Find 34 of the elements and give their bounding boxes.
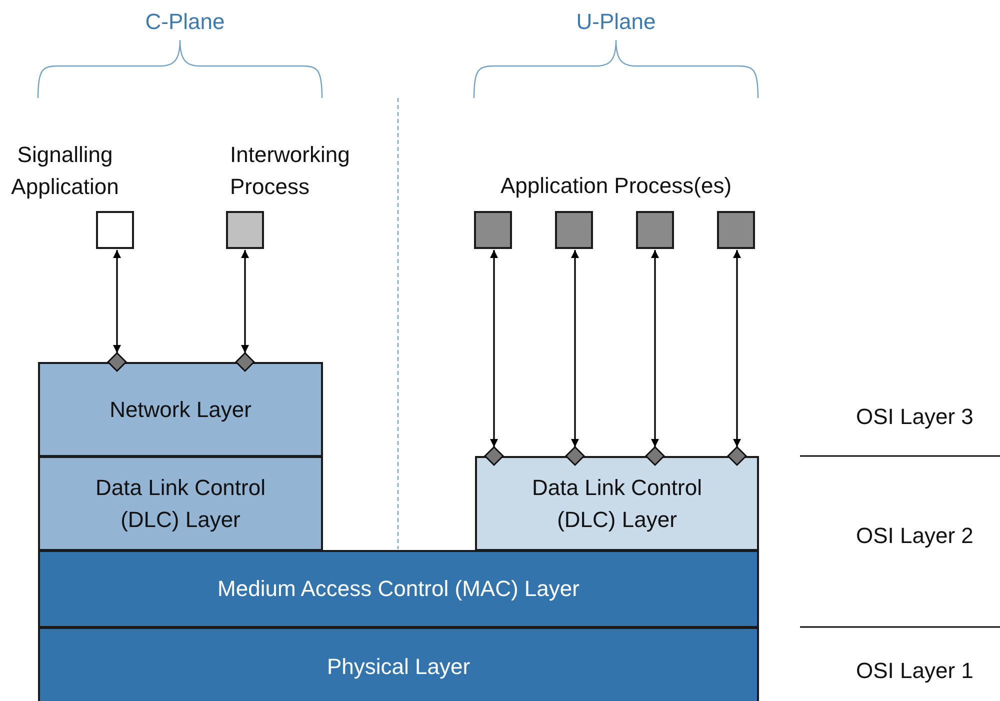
node-label: Physical Layer <box>326 653 472 681</box>
process-square <box>474 211 512 249</box>
node-label: Signalling Application <box>10 141 120 201</box>
osi-layer-label: OSI Layer 1 <box>856 657 974 685</box>
arrow <box>571 250 579 447</box>
process-square <box>717 211 755 249</box>
access-point-diamond <box>564 446 586 466</box>
node-label: Medium Access Control (MAC) Layer <box>216 575 580 603</box>
group-label: Application Process(es) <box>500 172 732 200</box>
arrow <box>733 250 741 447</box>
plane-label: C-Plane <box>145 8 225 36</box>
layer-box <box>475 456 759 551</box>
arrow <box>113 250 121 353</box>
layer-box <box>38 362 323 457</box>
process-square <box>636 211 674 249</box>
arrow <box>490 250 498 447</box>
layer-box <box>38 456 323 551</box>
access-point-diamond <box>234 352 256 372</box>
node-label: Network Layer <box>108 396 252 424</box>
arrow <box>241 250 249 353</box>
osi-layer-label: OSI Layer 2 <box>856 522 974 550</box>
node-label: Interworking Process <box>230 141 351 201</box>
access-point-diamond <box>644 446 666 466</box>
plane-label: U-Plane <box>576 8 656 36</box>
node-label: Data Link Control (DLC) Layer <box>531 474 703 534</box>
arrow <box>651 250 659 447</box>
layer-box <box>38 550 759 628</box>
access-point-diamond <box>484 446 504 466</box>
access-point-diamond <box>726 446 748 466</box>
osi-layer-label: OSI Layer 3 <box>856 403 974 431</box>
layer-box <box>38 627 759 701</box>
node-label: Data Link Control (DLC) Layer <box>94 474 266 534</box>
access-point-diamond <box>106 352 128 372</box>
process-square <box>555 211 593 249</box>
